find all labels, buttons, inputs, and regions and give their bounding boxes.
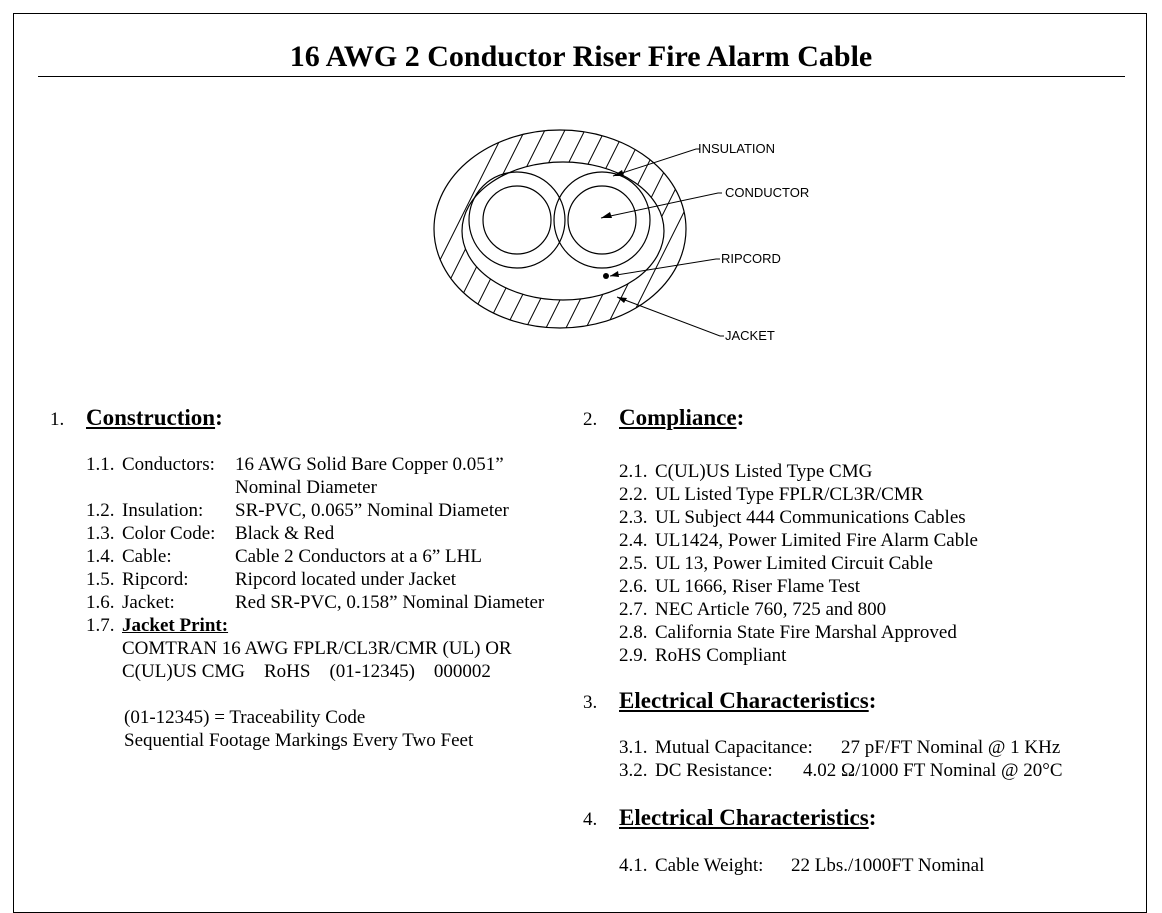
section-heading-characteristics: Electrical Characteristics: (619, 805, 876, 831)
item-number: 1.1. (86, 454, 115, 475)
jacket-print-line: C(UL)US CMG RoHS (01-12345) 000002 (122, 661, 491, 682)
jacket-print-label: Jacket Print: (122, 615, 229, 636)
item-number: 2.6. (619, 576, 648, 597)
item-label: Insulation: (122, 500, 204, 521)
section-heading-construction: Construction: (86, 405, 223, 431)
compliance-item: NEC Article 760, 725 and 800 (655, 599, 887, 620)
compliance-item: UL1424, Power Limited Fire Alarm Cable (655, 530, 978, 551)
compliance-item: UL Subject 444 Communications Cables (655, 507, 966, 528)
compliance-item: UL Listed Type FPLR/CL3R/CMR (655, 484, 924, 505)
item-value: SR-PVC, 0.065” Nominal Diameter (235, 500, 509, 521)
item-number: 1.4. (86, 546, 115, 567)
item-number: 1.2. (86, 500, 115, 521)
compliance-item: C(UL)US Listed Type CMG (655, 461, 873, 482)
ripcord-label: RIPCORD (721, 251, 781, 266)
footage-note: Sequential Footage Markings Every Two Fe… (124, 730, 474, 751)
item-label: Conductors: (122, 454, 215, 475)
item-value: Cable 2 Conductors at a 6” LHL (235, 546, 482, 567)
item-number: 2.5. (619, 553, 648, 574)
jacket-print-line: COMTRAN 16 AWG FPLR/CL3R/CMR (UL) OR (122, 638, 512, 659)
item-label: Jacket: (122, 592, 175, 613)
section-heading-compliance: Compliance: (619, 405, 744, 431)
item-value: 22 Lbs./1000FT Nominal (791, 855, 985, 876)
item-number: 2.4. (619, 530, 648, 551)
insulation-label: INSULATION (698, 141, 775, 156)
item-number: 1.6. (86, 592, 115, 613)
item-number: 2.1. (619, 461, 648, 482)
list-item: 1.1. (86, 453, 115, 476)
item-number: 1.3. (86, 523, 115, 544)
heading-text: Electrical Characteristics (619, 688, 869, 713)
item-value: Black & Red (235, 523, 335, 544)
section-number: 4. (583, 809, 598, 830)
item-label: Ripcord: (122, 569, 189, 590)
title-rule (38, 76, 1125, 77)
section-heading-electrical: Electrical Characteristics: (619, 688, 876, 714)
item-value: 27 pF/FT Nominal @ 1 KHz (841, 737, 1061, 758)
item-number: 2.7. (619, 599, 648, 620)
item-number: 3.2. (619, 760, 648, 781)
section-number: 1. (50, 409, 65, 430)
item-number: 1.5. (86, 569, 115, 590)
heading-text: Construction (86, 405, 216, 430)
item-number: 2.3. (619, 507, 648, 528)
heading-colon: : (868, 805, 877, 830)
item-label: Mutual Capacitance: (655, 737, 813, 758)
compliance-item: UL 13, Power Limited Circuit Cable (655, 553, 933, 574)
heading-text: Electrical Characteristics (619, 805, 869, 830)
item-value: 4.02 Ω/1000 FT Nominal @ 20°C (803, 760, 1063, 781)
compliance-item: UL 1666, Riser Flame Test (655, 576, 861, 597)
section-number: 3. (583, 692, 598, 713)
conductor-label: CONDUCTOR (725, 185, 809, 200)
item-value: Red SR-PVC, 0.158” Nominal Diameter (235, 592, 545, 613)
item-label: Cable: (122, 546, 172, 567)
item-number: 4.1. (619, 855, 648, 876)
item-number: 2.9. (619, 645, 648, 666)
item-number: 1.7. (86, 615, 115, 636)
traceability-note: (01-12345) = Traceability Code (124, 707, 366, 728)
heading-text: Compliance (619, 405, 737, 430)
item-value: 16 AWG Solid Bare Copper 0.051” (235, 454, 504, 475)
cable-cross-section-diagram: INSULATION CONDUCTOR RIPCORD JACKET (433, 129, 809, 343)
heading-colon: : (215, 405, 223, 430)
item-value: Ripcord located under Jacket (235, 569, 457, 590)
item-number: 2.2. (619, 484, 648, 505)
item-label: DC Resistance: (655, 760, 773, 781)
jacket-label: JACKET (725, 328, 775, 343)
item-number: 3.1. (619, 737, 648, 758)
item-value-continued: Nominal Diameter (235, 477, 377, 498)
heading-colon: : (736, 405, 745, 430)
compliance-item: California State Fire Marshal Approved (655, 622, 957, 643)
heading-colon: : (868, 688, 877, 713)
section-number: 2. (583, 409, 598, 430)
item-label: Cable Weight: (655, 855, 764, 876)
item-number: 2.8. (619, 622, 648, 643)
compliance-item: RoHS Compliant (655, 645, 787, 666)
item-label: Color Code: (122, 523, 216, 544)
page-title: 16 AWG 2 Conductor Riser Fire Alarm Cabl… (289, 40, 873, 73)
